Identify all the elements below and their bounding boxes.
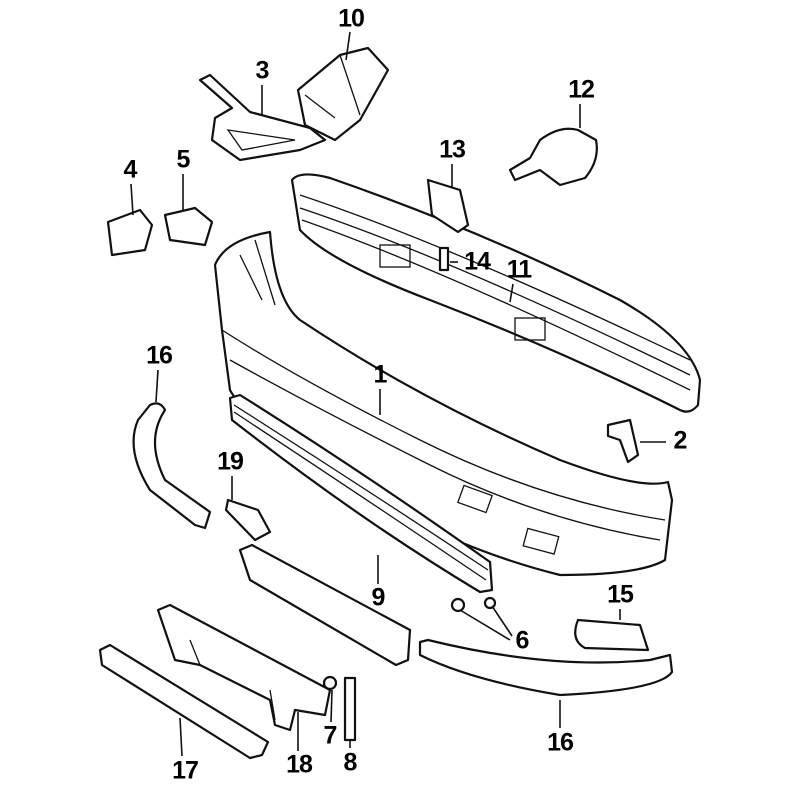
part-9-grille (228, 393, 494, 594)
part-10-air-duct (296, 46, 390, 142)
part-2-bracket (606, 418, 640, 464)
part-17-strip (98, 643, 270, 760)
part-11-reinforcement (290, 173, 702, 413)
callout-3: 3 (255, 56, 270, 85)
callout-2: 2 (673, 426, 688, 455)
leader-lines (130, 31, 666, 757)
part-18-frame (156, 603, 332, 732)
callout-13: 13 (439, 135, 466, 164)
part-3-bracket (198, 73, 327, 162)
part-15-fog-lamp (574, 618, 650, 652)
part-lower-support (238, 543, 412, 667)
part-5-bracket (163, 206, 214, 247)
callout-9: 9 (371, 583, 386, 612)
callout-1: 1 (373, 360, 388, 389)
callout-4: 4 (123, 155, 138, 184)
callout-17: 17 (172, 756, 199, 785)
part-6-clip (483, 596, 497, 610)
part-7-nut (322, 675, 338, 691)
callout-18: 18 (286, 750, 313, 779)
callout-19: 19 (217, 447, 244, 476)
callout-14: 14 (464, 247, 491, 276)
callout-10: 10 (338, 4, 365, 33)
callout-7: 7 (323, 721, 338, 750)
callout-5: 5 (176, 145, 191, 174)
callout-11: 11 (506, 255, 532, 284)
part-6-clip (450, 597, 466, 613)
callout-6: 6 (515, 626, 530, 655)
part-4-bracket (106, 208, 154, 257)
part-16-lower-spoiler (418, 638, 674, 697)
callout-12: 12 (568, 75, 595, 104)
part-8-bolt (343, 676, 357, 742)
callout-16-upper: 16 (146, 341, 173, 370)
part-13-bracket (426, 178, 470, 234)
part-19-trim (224, 498, 272, 542)
part-12-component (508, 127, 598, 187)
callout-15: 15 (607, 580, 634, 609)
callout-16-lower: 16 (547, 728, 574, 757)
part-16-left-strip (132, 402, 212, 530)
part-14-bolt (438, 246, 450, 272)
callout-8: 8 (343, 748, 358, 777)
